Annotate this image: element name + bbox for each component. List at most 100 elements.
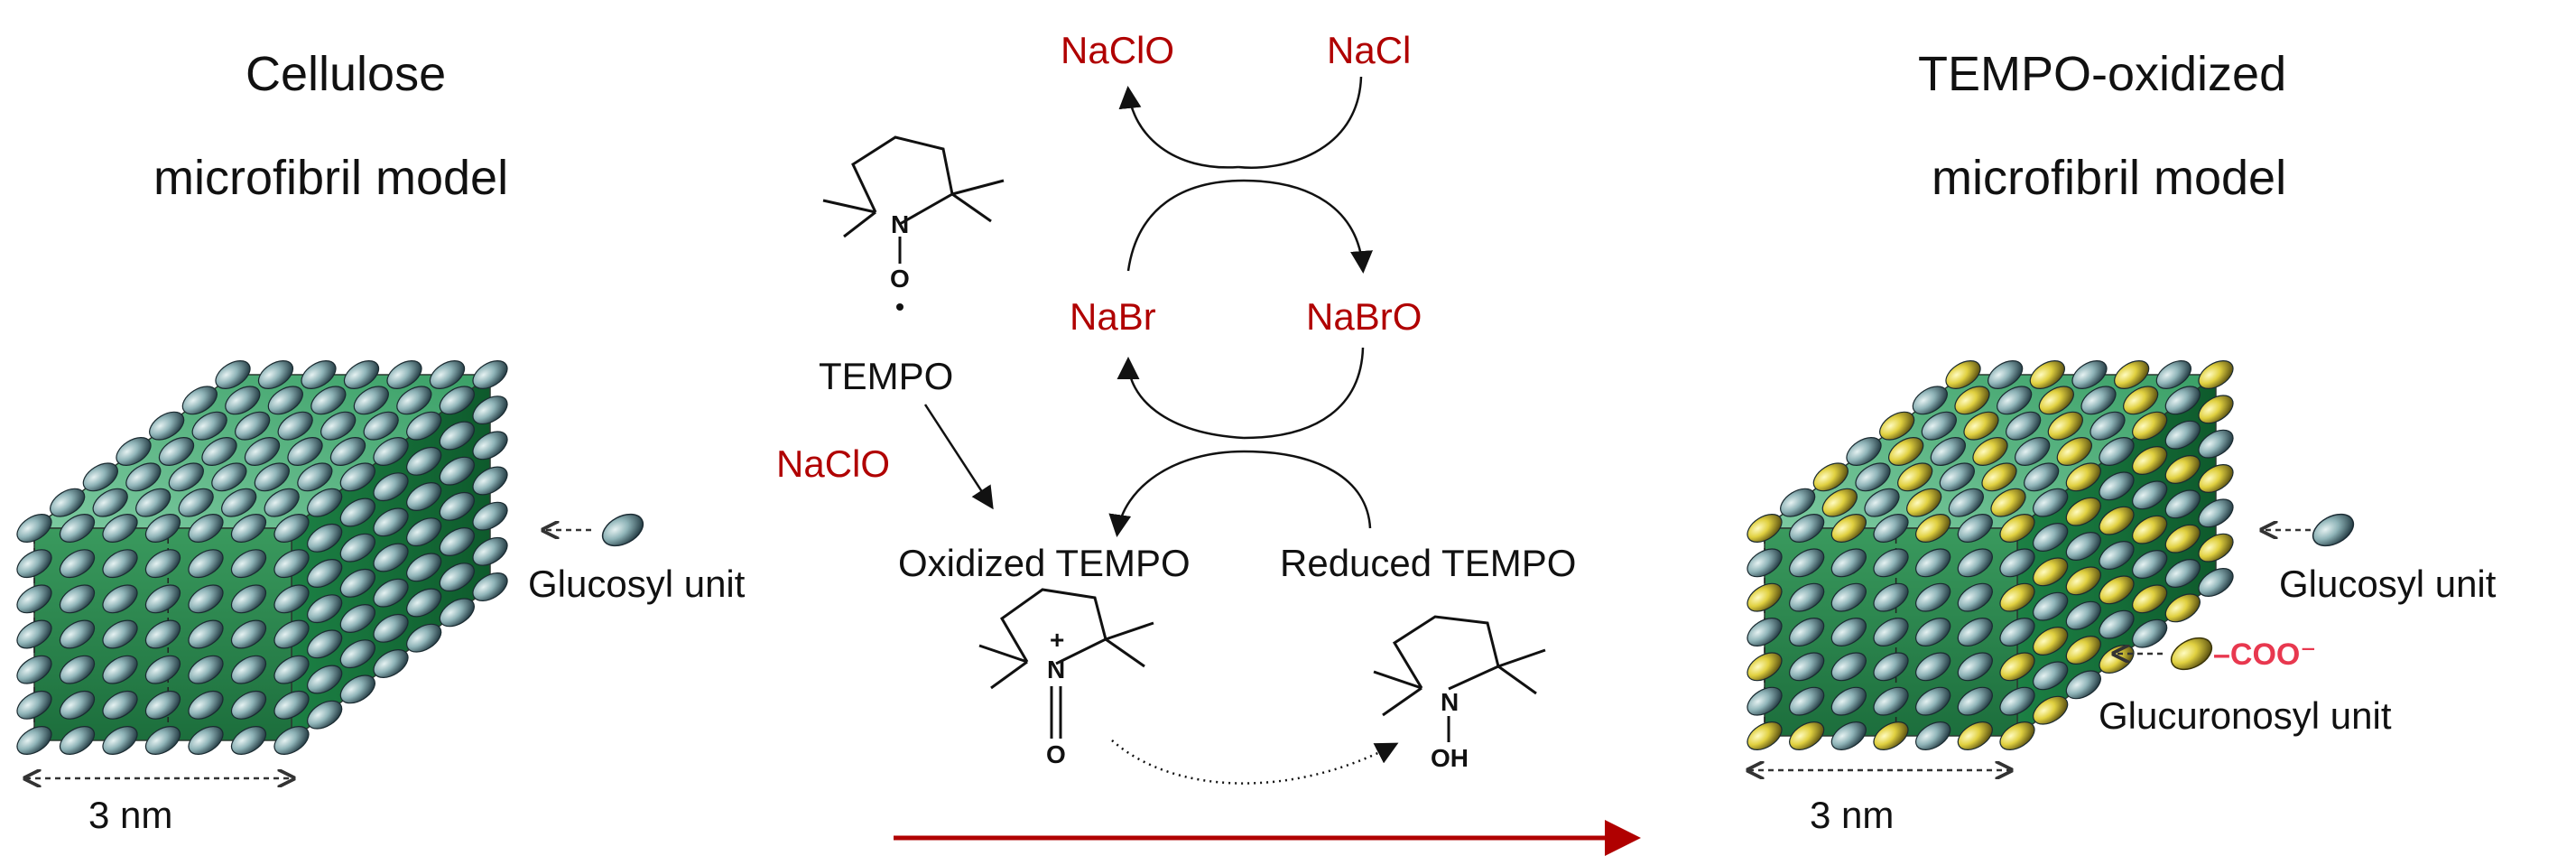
glucuronosyl-unit <box>2132 515 2168 544</box>
glucosyl-unit <box>1915 652 1951 682</box>
left-glucosyl-pointer <box>543 513 644 547</box>
glucuronosyl-unit <box>1812 462 1849 492</box>
glucuronosyl-unit <box>1747 721 1783 750</box>
glucosyl-unit <box>1830 582 1867 612</box>
glucosyl-unit <box>472 572 508 601</box>
glucosyl-unit <box>1830 548 1867 578</box>
glucosyl-unit <box>59 726 96 755</box>
glucosyl-unit <box>2099 437 2135 466</box>
reduced-tempo-nitrogen: N <box>1441 688 1459 716</box>
glucuronosyl-unit <box>1981 462 2017 492</box>
glucuronosyl-unit <box>1747 582 1783 612</box>
glucosyl-unit <box>406 623 442 653</box>
oxidized-tempo-nitrogen: N <box>1047 656 1066 684</box>
glucosyl-unit <box>439 421 475 451</box>
nacl-top-label: NaCl <box>1327 29 1412 71</box>
naclo-side-label: NaClO <box>776 442 891 485</box>
glucosyl-unit <box>144 619 181 649</box>
reduced-tempo-molecule <box>1373 615 1546 742</box>
glucosyl-unit <box>16 690 52 720</box>
glucosyl-unit <box>144 584 181 614</box>
glucosyl-unit <box>339 674 375 704</box>
glucosyl-unit <box>2164 559 2201 588</box>
glucosyl-unit <box>144 690 181 720</box>
glucosyl-unit <box>1915 721 1951 750</box>
arrow-to-oxidized-tempo <box>1108 450 1245 537</box>
glucosyl-unit <box>273 726 310 755</box>
left-title-line2: microfibril model <box>153 151 509 205</box>
glucuronosyl-unit <box>2065 566 2101 596</box>
glucosyl-unit <box>144 655 181 684</box>
tempo-label: TEMPO <box>819 355 954 397</box>
right-title-line2: microfibril model <box>1932 151 2287 205</box>
glucosyl-unit <box>102 619 138 649</box>
glucosyl-unit <box>102 655 138 684</box>
glucosyl-unit <box>373 613 409 643</box>
glucuronosyl-unit <box>1999 582 2035 612</box>
glucosyl-unit <box>363 411 399 441</box>
glucuronosyl-unit <box>2164 593 2201 623</box>
arrow-from-nabro <box>1243 347 1365 440</box>
glucosyl-unit <box>92 488 128 517</box>
glucosyl-unit <box>1915 582 1951 612</box>
glucosyl-unit <box>339 604 375 633</box>
glucuronosyl-unit <box>2065 497 2101 526</box>
glucosyl-unit <box>373 543 409 572</box>
glucosyl-unit <box>188 584 224 614</box>
glucosyl-unit <box>178 488 214 517</box>
glucosyl-unit <box>472 466 508 496</box>
glucosyl-unit <box>439 491 475 521</box>
glucosyl-unit <box>297 462 333 492</box>
glucosyl-unit <box>2099 609 2135 639</box>
glucosyl-unit <box>2033 661 2069 691</box>
glucosyl-unit <box>267 386 303 415</box>
nabr-label: NaBr <box>1070 295 1156 338</box>
glucosyl-unit <box>125 462 162 492</box>
glucosyl-unit <box>287 437 323 466</box>
glucosyl-unit <box>339 568 375 598</box>
arrow-tempo-to-oxidized <box>923 404 994 510</box>
glucuronosyl-unit <box>2132 446 2168 475</box>
right-glucosyl-legend-ellipse <box>2312 513 2355 547</box>
glucosyl-unit <box>59 690 96 720</box>
glucosyl-unit <box>373 437 409 466</box>
glucuronosyl-unit <box>2114 360 2150 389</box>
glucuronosyl-unit <box>1747 514 1783 543</box>
carboxylate-label: –COO⁻ <box>2213 637 2317 672</box>
glucosyl-unit <box>1957 652 1993 682</box>
glucosyl-unit <box>1747 548 1783 578</box>
glucosyl-unit <box>1939 462 1975 492</box>
glucosyl-unit <box>307 665 343 694</box>
glucosyl-unit <box>230 619 267 649</box>
glucosyl-unit <box>1912 386 1948 415</box>
right-glucuronosyl-legend-ellipse <box>2170 637 2213 671</box>
glucosyl-unit <box>1780 488 1816 517</box>
glucuronosyl-unit <box>1957 721 1993 750</box>
glucuronosyl-unit <box>2164 455 2201 484</box>
glucosyl-unit <box>1999 686 2035 716</box>
glucosyl-unit <box>1921 411 1957 441</box>
glucosyl-unit <box>1873 514 1909 543</box>
glucosyl-unit <box>1930 437 1966 466</box>
left-title-line1: Cellulose <box>246 47 447 101</box>
glucosyl-unit <box>102 514 138 543</box>
oxidized-tempo-molecule <box>978 588 1154 739</box>
glucosyl-unit <box>1873 652 1909 682</box>
glucosyl-unit <box>439 598 475 628</box>
glucosyl-unit <box>339 533 375 563</box>
glucosyl-unit <box>59 584 96 614</box>
glucosyl-unit <box>168 462 204 492</box>
glucuronosyl-unit <box>1963 411 1999 441</box>
glucosyl-unit <box>472 360 508 389</box>
glucuronosyl-unit <box>1999 721 2035 750</box>
glucuronosyl-unit <box>2198 360 2234 389</box>
glucuronosyl-unit <box>2065 636 2101 665</box>
glucosyl-unit <box>472 536 508 566</box>
glucosyl-unit <box>439 527 475 556</box>
tempo-oxygen: O <box>890 265 910 293</box>
arrow-to-nabr <box>1117 357 1245 440</box>
glucuronosyl-unit <box>2164 524 2201 553</box>
glucosyl-unit <box>2065 532 2101 561</box>
glucosyl-unit <box>2065 600 2101 630</box>
glucuronosyl-unit <box>2123 386 2159 415</box>
